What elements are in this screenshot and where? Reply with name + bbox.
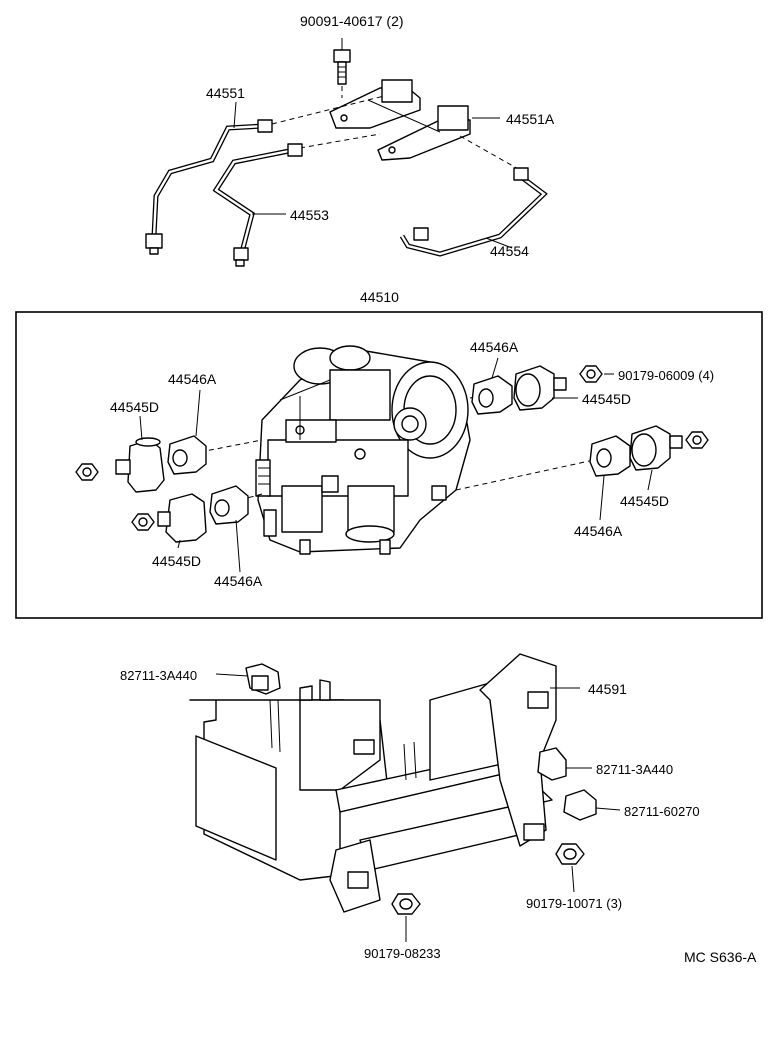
clip-82711-3A440-top [245,663,281,695]
label-tube-44551A: 44551A [506,111,555,127]
label-clip-right-lower: 82711-60270 [624,804,700,819]
label-bracket-right-upper: 44545D [582,391,631,407]
label-tube-44554: 44554 [490,243,529,259]
tube-44551 [145,119,273,255]
label-bracket-left-lower: 44545D [152,553,201,569]
label-cushion-left-lower: 44546A [214,573,263,589]
label-tube-44551: 44551 [206,85,245,101]
label-actuator: 44510 [360,289,399,305]
abs-actuator-44510 [255,345,471,555]
label-clip-right: 82711-3A440 [596,762,673,777]
label-nut-right: 90179-10071 (3) [526,896,622,911]
label-diagram-code: MC S636-A [684,949,757,965]
label-cushion-right-upper: 44546A [470,339,519,355]
cushion-44546A-right-upper [471,375,513,415]
cushion-bracket-44545D-left-lower [157,493,207,543]
nut-left-upper [75,463,99,481]
label-bracket-right-lower: 44545D [620,493,669,509]
tube-mounting-bracket [329,79,471,161]
tube-44554 [399,167,548,257]
cushion-44546A-right-lower [589,435,631,477]
label-bracket-left-upper: 44545D [110,399,159,415]
nut-90179-06009 [579,365,603,383]
label-bolt-top: 90091-40617 (2) [300,13,404,29]
cushion-44546A-left-lower [209,485,249,525]
label-bracket-main: 44591 [588,681,627,697]
mounting-bracket-44591 [189,653,557,913]
label-nut-bottom: 90179-08233 [364,946,441,961]
cushion-bracket-44545D-left-upper [115,437,165,493]
label-nut-right-upper: 90179-06009 (4) [618,368,714,383]
cushion-bracket-44545D-right-lower [629,425,683,471]
tube-44553 [212,143,303,267]
label-cushion-left-upper: 44546A [168,371,217,387]
label-tube-44553: 44553 [290,207,329,223]
cushion-44546A-left-upper [167,435,207,475]
nut-left-lower [131,513,155,531]
nut-right-lower [685,431,709,449]
actuator-frame [15,311,763,619]
clip-82711-3A440-right [537,747,567,781]
nut-90179-08233 [391,893,421,915]
label-clip-top: 82711-3A440 [120,668,197,683]
label-cushion-right-lower: 44546A [574,523,623,539]
bolt-90091-40617 [333,38,351,98]
nut-90179-10071 [555,843,585,865]
cushion-bracket-44545D-right-upper [513,365,567,411]
clip-82711-60270 [563,789,597,821]
